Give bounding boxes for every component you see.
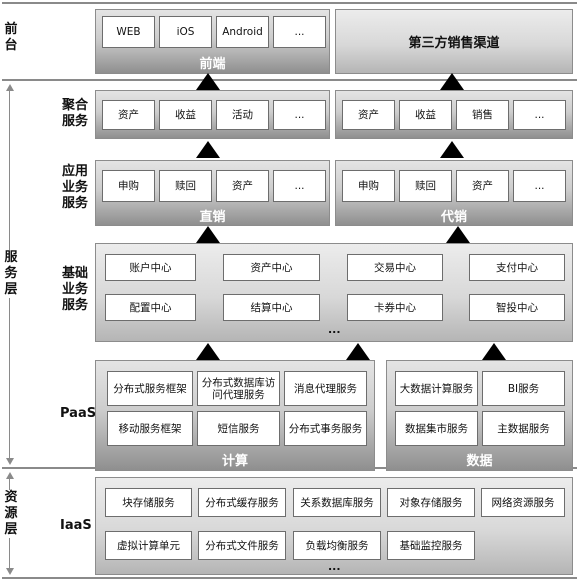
frontend-panel: WEB iOS Android ... 前端	[95, 9, 330, 74]
frontend-title: 前端	[199, 57, 226, 72]
frontend-service-separator	[2, 79, 577, 81]
agg-right-income: 收益	[399, 100, 452, 130]
resource-layer-label: 资源层	[3, 490, 19, 538]
iaas-distributed-file: 分布式文件服务	[198, 531, 286, 560]
agg-right-assets: 资产	[342, 100, 395, 130]
aggregation-right-panel: 资产 收益 销售 ...	[335, 90, 573, 139]
service-axis-arrow-down	[6, 458, 14, 465]
resource-axis-arrow-up	[6, 472, 14, 479]
frontend-app-ios: iOS	[159, 16, 212, 48]
iaas-distributed-cache: 分布式缓存服务	[198, 488, 286, 517]
paas-big-data-compute: 大数据计算服务	[395, 371, 478, 406]
paas-distributed-service-framework: 分布式服务框架	[107, 371, 193, 406]
basic-smart-invest-center: 智投中心	[469, 294, 565, 321]
paas-data-mart: 数据集市服务	[395, 411, 478, 446]
paas-sms-service: 短信服务	[197, 411, 280, 446]
iaas-virtual-compute: 虚拟计算单元	[105, 531, 192, 560]
paas-mobile-framework: 移动服务框架	[107, 411, 193, 446]
basic-trade-center: 交易中心	[347, 254, 443, 281]
basic-more: ...	[328, 323, 341, 336]
agency-sales-title: 代销	[440, 210, 467, 225]
frontend-layer-label: 前台	[3, 22, 19, 54]
direct-more: ...	[273, 170, 326, 202]
iaas-load-balancer: 负载均衡服务	[293, 531, 381, 560]
iaas-panel: 块存储服务 分布式缓存服务 关系数据库服务 对象存储服务 网络资源服务 虚拟计算…	[95, 477, 573, 575]
paas-label: PaaS	[60, 406, 97, 421]
frontend-top-separator	[2, 2, 577, 4]
frontend-app-web: WEB	[102, 16, 155, 48]
arrow-paas-data-to-basic	[482, 343, 506, 360]
arrow-paas-compute-right-to-basic	[346, 343, 370, 360]
aggregation-left-panel: 资产 收益 活动 ...	[95, 90, 330, 139]
arrow-basic-to-agency	[446, 226, 470, 243]
iaas-object-storage: 对象存储服务	[387, 488, 475, 517]
agency-assets: 资产	[456, 170, 509, 202]
arrow-aggregation-to-third-party	[440, 73, 464, 90]
paas-message-broker: 消息代理服务	[284, 371, 367, 406]
service-axis-arrow-up	[6, 84, 14, 91]
direct-subscribe: 申购	[102, 170, 155, 202]
application-label: 应用业务服务	[62, 164, 89, 211]
basic-account-center: 账户中心	[105, 254, 196, 281]
arrow-paas-compute-to-basic	[196, 343, 220, 360]
basic-settlement-center: 结算中心	[223, 294, 320, 321]
iaas-more: ...	[328, 560, 341, 573]
agg-right-sales: 销售	[456, 100, 509, 130]
basic-payment-center: 支付中心	[469, 254, 565, 281]
iaas-block-storage: 块存储服务	[105, 488, 192, 517]
iaas-relational-db: 关系数据库服务	[293, 488, 381, 517]
paas-data-title: 数据	[466, 454, 493, 469]
frontend-app-more: ...	[273, 16, 326, 48]
agg-left-more: ...	[273, 100, 326, 130]
agg-left-activity: 活动	[216, 100, 269, 130]
direct-redeem: 赎回	[159, 170, 212, 202]
basic-business-panel: 账户中心 资产中心 交易中心 支付中心 配置中心 结算中心 卡券中心 智投中心 …	[95, 243, 573, 342]
agg-left-income: 收益	[159, 100, 212, 130]
resource-axis-arrow-down	[6, 568, 14, 575]
basic-coupon-center: 卡券中心	[347, 294, 443, 321]
agency-redeem: 赎回	[399, 170, 452, 202]
agency-more: ...	[513, 170, 566, 202]
direct-assets: 资产	[216, 170, 269, 202]
iaas-network-resource: 网络资源服务	[481, 488, 565, 517]
paas-bi-service: BI服务	[482, 371, 565, 406]
paas-compute-panel: 分布式服务框架 分布式数据库访问代理服务 消息代理服务 移动服务框架 短信服务 …	[95, 360, 375, 471]
agency-sales-panel: 申购 赎回 资产 ... 代销	[335, 160, 573, 226]
aggregation-label: 聚合服务	[62, 98, 89, 129]
paas-master-data: 主数据服务	[482, 411, 565, 446]
paas-compute-title: 计算	[221, 454, 248, 469]
paas-data-panel: 大数据计算服务 BI服务 数据集市服务 主数据服务 数据	[386, 360, 573, 471]
arrow-direct-to-aggregation	[196, 141, 220, 158]
iaas-basic-monitoring: 基础监控服务	[387, 531, 475, 560]
direct-sales-title: 直销	[199, 210, 226, 225]
agg-right-more: ...	[513, 100, 566, 130]
agg-left-assets: 资产	[102, 100, 155, 130]
paas-distributed-transaction: 分布式事务服务	[284, 411, 367, 446]
basic-asset-center: 资产中心	[223, 254, 320, 281]
iaas-label: IaaS	[60, 518, 92, 533]
arrow-agency-to-aggregation	[440, 141, 464, 158]
direct-sales-panel: 申购 赎回 资产 ... 直销	[95, 160, 330, 226]
frontend-app-android: Android	[216, 16, 269, 48]
arrow-basic-to-direct	[196, 226, 220, 243]
agency-subscribe: 申购	[342, 170, 395, 202]
third-party-channel-label: 第三方销售渠道	[408, 36, 500, 51]
resource-bottom-separator	[2, 577, 577, 579]
service-layer-label: 服务层	[3, 250, 19, 298]
basic-business-label: 基础业务服务	[62, 266, 89, 313]
third-party-channel-panel: 第三方销售渠道	[335, 9, 573, 74]
paas-distributed-db-proxy: 分布式数据库访问代理服务	[197, 371, 280, 406]
basic-config-center: 配置中心	[105, 294, 196, 321]
arrow-aggregation-to-frontend	[196, 73, 220, 90]
